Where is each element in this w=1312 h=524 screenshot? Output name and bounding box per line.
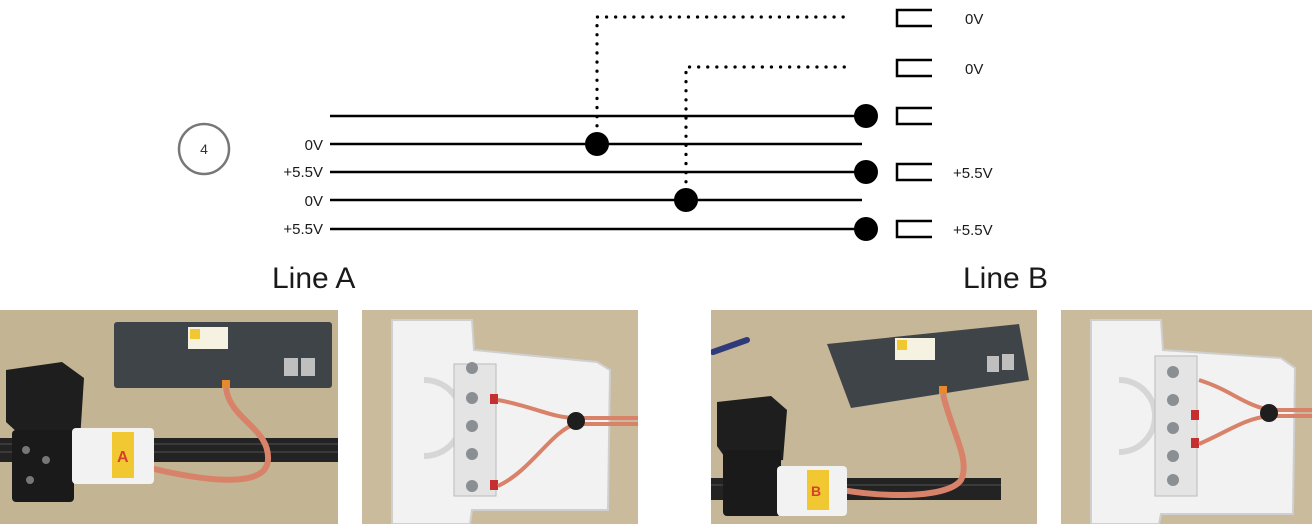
terminal-dot (854, 160, 878, 184)
terminal-dot (854, 217, 878, 241)
right-voltage-label: +5.5V (953, 165, 993, 182)
left-voltage-label: +5.5V (283, 221, 323, 238)
terminal-dot (854, 104, 878, 128)
connector-bracket (895, 219, 932, 239)
junction-dot (585, 132, 609, 156)
driver-module (827, 324, 1029, 408)
section-title-line-b: Line B (963, 262, 1049, 295)
step-badge: 4 (177, 122, 231, 176)
right-voltage-label: 0V (965, 61, 983, 78)
step-number: 4 (200, 141, 208, 157)
left-voltage-label: +5.5V (283, 164, 323, 181)
line-a-connector-photo (362, 310, 638, 524)
step-circle (177, 122, 231, 176)
wiring-diagram: 4 0V +5.5V 0V +5.5V 0V 0V +5.5V +5.5V (177, 8, 993, 241)
connector-bracket (895, 58, 932, 78)
right-voltage-label: +5.5V (953, 222, 993, 239)
line-b-module-photo: B (711, 310, 1037, 524)
driver-module (114, 322, 332, 388)
connector-bracket (895, 162, 932, 182)
dotted-jumper-2 (684, 65, 847, 202)
left-voltage-label: 0V (305, 137, 323, 154)
dotted-jumper-1 (595, 15, 847, 146)
module-badge-letter: A (117, 449, 129, 466)
junction-dot (674, 188, 698, 212)
left-voltage-label: 0V (305, 193, 323, 210)
line-a-module-photo: A (0, 310, 338, 524)
section-title-line-a: Line A (272, 262, 356, 295)
module-badge-letter: B (811, 483, 821, 499)
right-voltage-label: 0V (965, 11, 983, 28)
line-b-connector-photo (1061, 310, 1312, 524)
connector-bracket (895, 106, 932, 126)
connector-bracket (895, 8, 932, 28)
